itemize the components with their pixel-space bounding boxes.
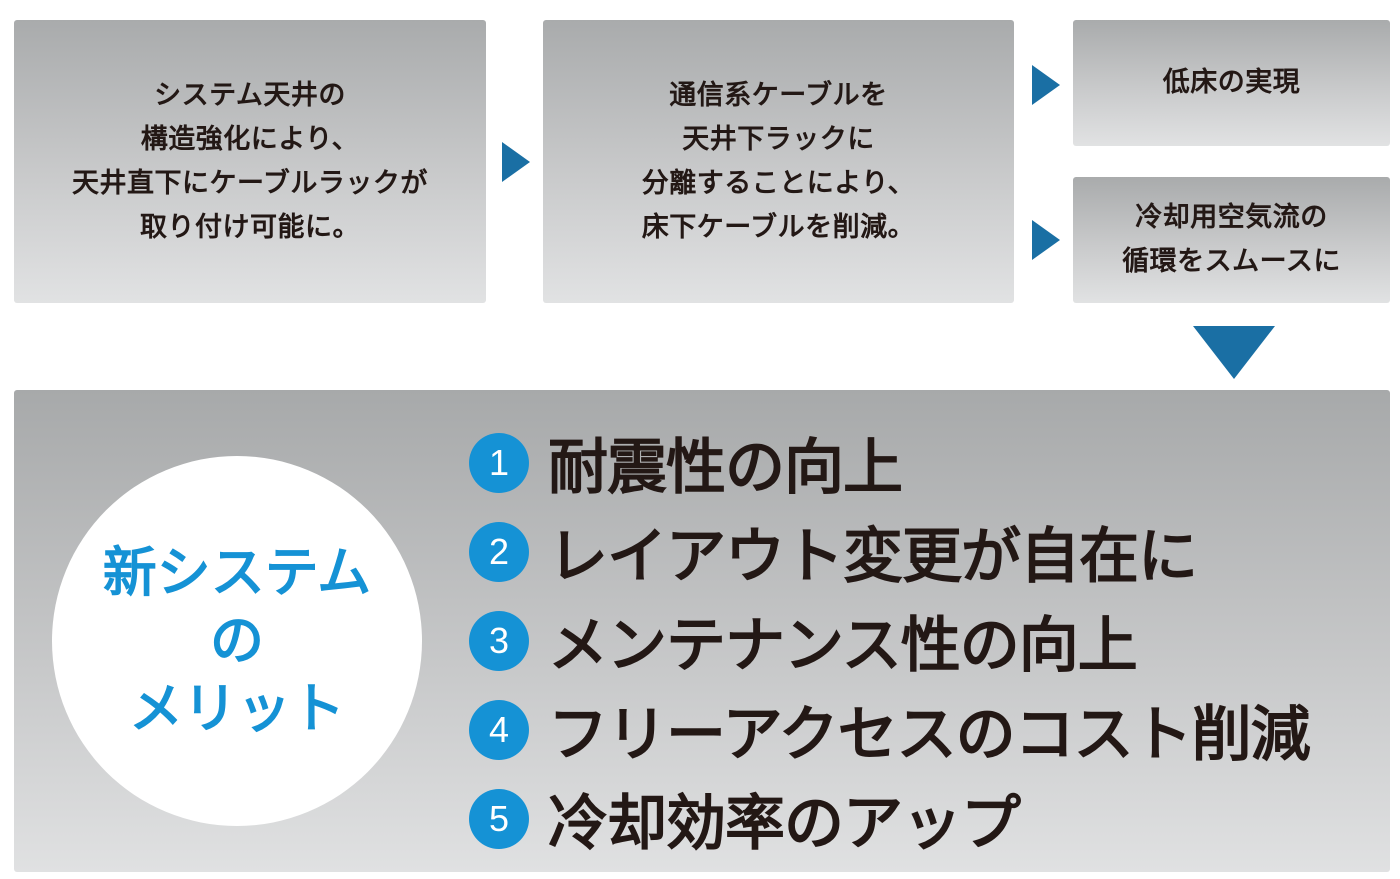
flow-step-ceiling-reinforcement-text: システム天井の 構造強化により、 天井直下にケーブルラックが 取り付け可能に。 (72, 79, 428, 243)
merit-label: レイアウト変更が自在に (548, 522, 1198, 592)
merit-label: メンテナンス性の向上 (548, 611, 1138, 681)
merit-item: 1 耐震性の向上 (469, 418, 1310, 507)
merit-number-badge: 3 (469, 610, 529, 671)
flow-step-cable-separation-text: 通信系ケーブルを 天井下ラックに 分離することにより、 床下ケーブルを削減。 (641, 79, 916, 243)
merit-item: 5 冷却効率のアップ (469, 774, 1310, 863)
merit-item: 2 レイアウト変更が自在に (469, 507, 1310, 596)
flow-step-cable-separation: 通信系ケーブルを 天井下ラックに 分離することにより、 床下ケーブルを削減。 (543, 20, 1014, 303)
arrow-right-icon (1032, 65, 1060, 105)
flow-result-low-floor: 低床の実現 (1073, 20, 1390, 146)
merits-list: 1 耐震性の向上 2 レイアウト変更が自在に 3 メンテナンス性の向上 4 フリ… (469, 418, 1311, 863)
merit-number-badge: 1 (469, 432, 529, 493)
merit-label: 冷却効率のアップ (548, 789, 1021, 859)
merit-number-badge: 5 (469, 788, 529, 849)
merits-panel: 新システム の メリット 1 耐震性の向上 2 レイアウト変更が自在に 3 メン… (14, 390, 1390, 872)
merits-title-circle: 新システム の メリット (52, 456, 422, 826)
merit-label: 耐震性の向上 (548, 433, 903, 503)
arrow-right-icon (502, 142, 530, 182)
flow-result-airflow: 冷却用空気流の 循環をスムースに (1073, 177, 1390, 303)
flow-result-airflow-text: 冷却用空気流の 循環をスムースに (1122, 202, 1341, 277)
merit-number-badge: 4 (469, 699, 529, 760)
merit-item: 3 メンテナンス性の向上 (469, 596, 1310, 685)
flow-step-ceiling-reinforcement: システム天井の 構造強化により、 天井直下にケーブルラックが 取り付け可能に。 (14, 20, 486, 303)
merits-title: 新システム の メリット (102, 541, 372, 740)
merit-label: フリーアクセスのコスト削減 (548, 700, 1311, 770)
flow-result-low-floor-text: 低床の実現 (1162, 67, 1301, 98)
merit-item: 4 フリーアクセスのコスト削減 (469, 685, 1311, 774)
arrow-down-icon (1193, 326, 1275, 379)
merit-number-badge: 2 (469, 521, 529, 582)
arrow-right-icon (1032, 220, 1060, 260)
